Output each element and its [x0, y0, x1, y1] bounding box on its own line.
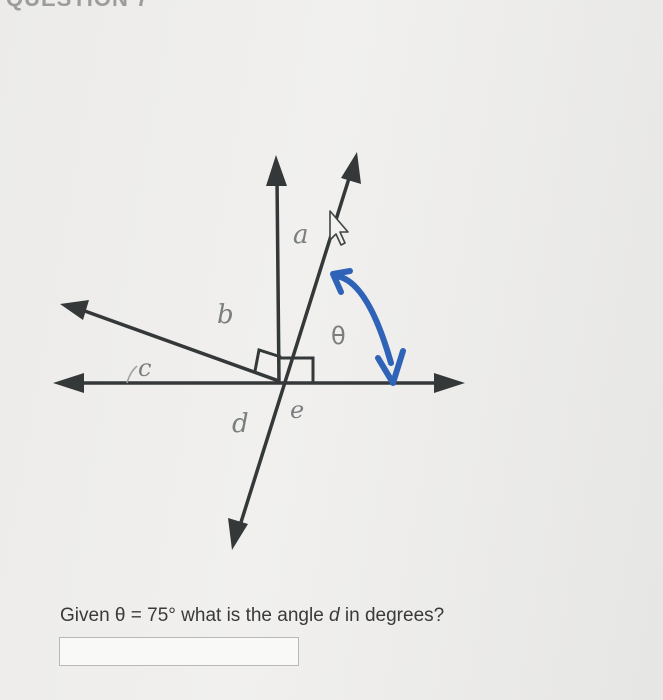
theta-arrow-head-bottom — [375, 348, 406, 386]
vertical-line-arrowhead — [266, 155, 287, 186]
question-header: QUESTION 7 — [6, 0, 149, 12]
horizontal-line-right-arrowhead — [434, 373, 465, 393]
horizontal-line-left-arrowhead — [53, 373, 84, 393]
question-text: Given θ = 75° what is the angle d in deg… — [60, 605, 444, 627]
label-b: b — [217, 300, 234, 330]
right-angle-marker-right — [279, 356, 315, 383]
question-middle: what is the angle — [175, 605, 330, 626]
label-e: e — [290, 396, 304, 424]
theta-value: 75° — [147, 605, 176, 626]
angle-diagram: a b c d e θ — [53, 152, 465, 550]
question-suffix: in degrees? — [339, 605, 445, 626]
upper-left-line — [81, 308, 280, 383]
question-prefix: Given — [60, 605, 115, 626]
upper-left-line-arrowhead — [60, 300, 89, 320]
label-d: d — [232, 409, 249, 439]
slanted-line-bottom-arrowhead — [228, 518, 248, 550]
mouse-cursor-icon — [329, 210, 349, 246]
question-variable: d — [329, 605, 340, 626]
theta-arrow-head-top — [330, 268, 353, 295]
label-a: a — [293, 220, 309, 250]
question-equals: = — [125, 605, 148, 626]
answer-input[interactable] — [59, 637, 299, 666]
angle-c-arc — [126, 365, 138, 384]
theta-symbol: θ — [114, 605, 126, 626]
right-angle-marker-left — [253, 348, 282, 372]
slanted-line-top-arrowhead — [341, 152, 361, 184]
theta-arrow — [334, 273, 394, 366]
label-theta: θ — [331, 322, 346, 350]
vertical-line — [275, 177, 281, 384]
label-c: c — [138, 354, 151, 382]
